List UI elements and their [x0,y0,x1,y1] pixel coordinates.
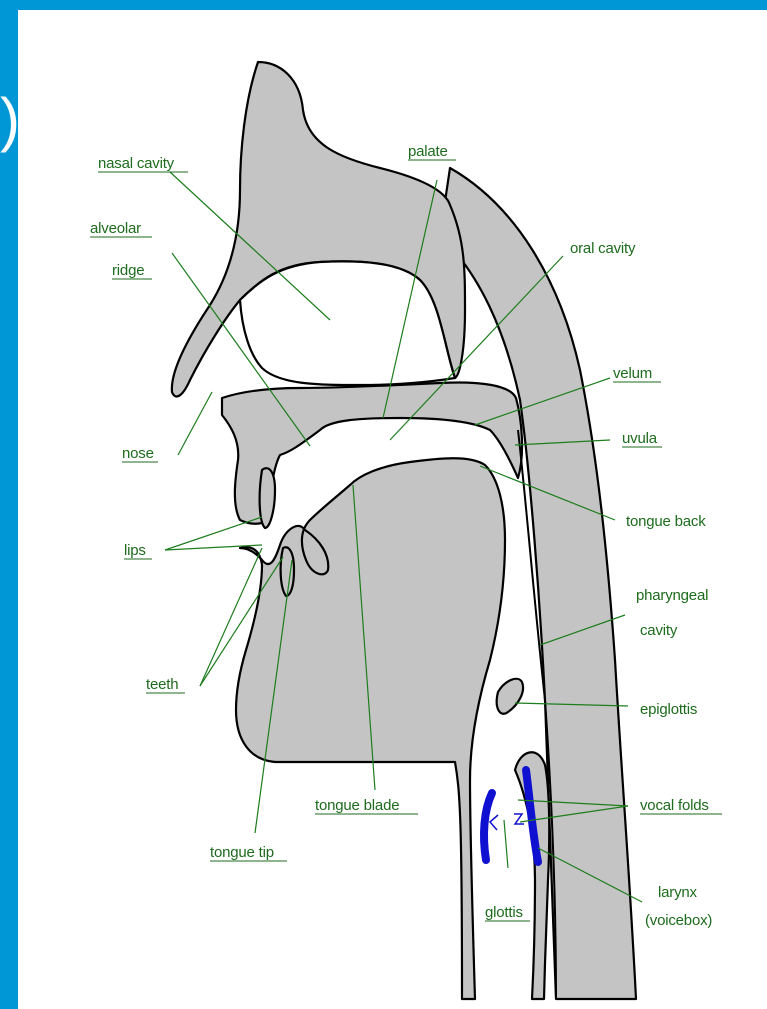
label-lips: lips [124,542,152,559]
vocal-fold-left [484,793,492,860]
svg-text:(voicebox): (voicebox) [645,912,712,929]
svg-text:oral cavity: oral cavity [570,240,636,257]
svg-text:tongue back: tongue back [626,513,706,530]
svg-text:epiglottis: epiglottis [640,701,697,718]
svg-text:nasal cavity: nasal cavity [98,155,175,172]
label-pharyngeal-cavity: pharyngeal cavity [636,587,708,639]
label-uvula: uvula [622,430,662,447]
label-nasal-cavity: nasal cavity [98,155,188,172]
corner-mark: ) [0,90,20,150]
label-tongue-blade: tongue blade [315,797,418,814]
svg-text:pharyngeal: pharyngeal [636,587,708,604]
svg-text:nose: nose [122,445,154,462]
label-velum: velum [613,365,661,382]
svg-text:vocal folds: vocal folds [640,797,709,814]
svg-text:ridge: ridge [112,262,144,279]
svg-text:lips: lips [124,542,146,559]
label-teeth: teeth [146,676,185,693]
label-epiglottis: epiglottis [640,701,697,718]
upper-tooth [260,468,275,528]
svg-text:uvula: uvula [622,430,658,447]
svg-text:teeth: teeth [146,676,178,693]
label-alveolar-ridge: alveolar ridge [90,220,152,279]
label-nose: nose [122,445,158,462]
svg-text:tongue tip: tongue tip [210,844,274,861]
label-larynx: larynx (voicebox) [645,884,712,929]
svg-text:glottis: glottis [485,904,523,921]
svg-text:alveolar: alveolar [90,220,141,237]
svg-text:cavity: cavity [640,622,678,639]
svg-text:palate: palate [408,143,448,160]
lower-tooth [281,547,294,596]
label-oral-cavity: oral cavity [570,240,636,257]
label-vocal-folds: vocal folds [640,797,722,814]
vocal-tract-diagram: nasal cavity alveolar ridge nose lips te… [18,10,767,1009]
vocal-fold-marks [490,814,524,830]
svg-text:larynx: larynx [658,884,698,901]
svg-text:velum: velum [613,365,652,382]
label-glottis: glottis [485,904,530,921]
svg-text:tongue blade: tongue blade [315,797,399,814]
slide-canvas: nasal cavity alveolar ridge nose lips te… [18,10,767,1009]
label-tongue-tip: tongue tip [210,844,287,861]
epiglottis-shape [497,679,523,714]
label-palate: palate [408,143,456,160]
label-tongue-back: tongue back [626,513,706,530]
